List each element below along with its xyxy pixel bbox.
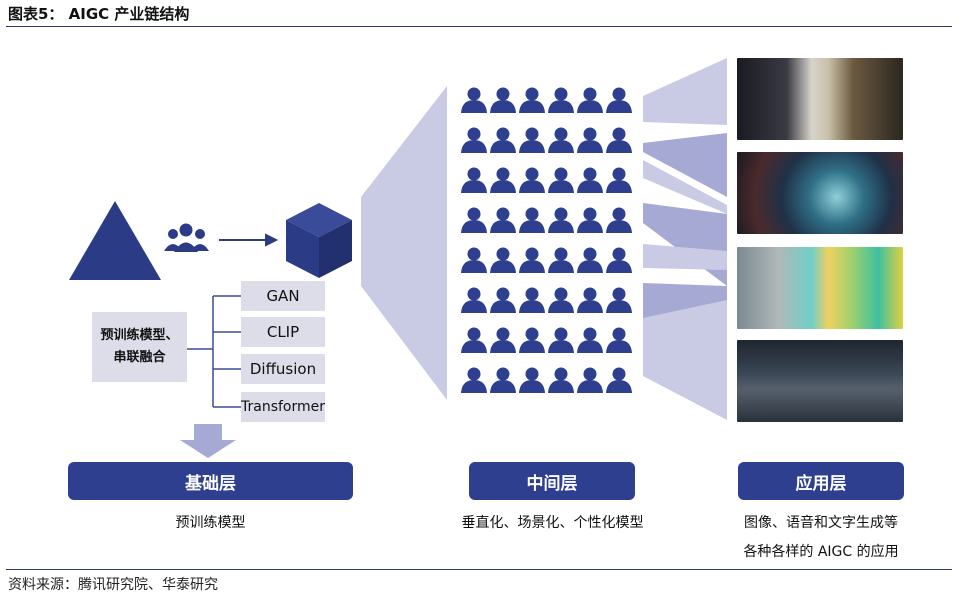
people-grid: [461, 87, 632, 393]
app-image-segmentation: [737, 247, 903, 329]
person-icon: [461, 327, 487, 353]
person-icon: [577, 127, 603, 153]
person-icon: [548, 327, 574, 353]
pretrain-box: 预训练模型、 串联融合: [92, 312, 187, 382]
figure-title: 图表5： AIGC 产业链结构: [8, 5, 190, 23]
middle-caption: 垂直化、场景化、个性化模型: [461, 515, 644, 531]
person-icon: [577, 207, 603, 233]
application-funnel: [643, 58, 727, 420]
person-icon: [577, 247, 603, 273]
person-icon: [577, 167, 603, 193]
person-icon: [490, 367, 516, 393]
person-icon: [606, 207, 632, 233]
person-icon: [461, 247, 487, 273]
person-icon: [490, 127, 516, 153]
person-icon: [606, 167, 632, 193]
model-transformer: Transformer: [241, 392, 325, 422]
person-icon: [519, 87, 545, 113]
person-icon: [490, 247, 516, 273]
person-icon: [577, 367, 603, 393]
person-icon: [461, 207, 487, 233]
person-icon: [519, 167, 545, 193]
pyramid-icon: [69, 201, 161, 280]
cube-icon: [286, 203, 352, 278]
person-icon: [606, 287, 632, 313]
person-icon: [490, 207, 516, 233]
person-icon: [606, 127, 632, 153]
person-icon: [519, 127, 545, 153]
arrow-right-icon: [219, 233, 279, 247]
model-diffusion: Diffusion: [241, 354, 325, 384]
person-icon: [490, 167, 516, 193]
model-bracket: [187, 295, 241, 408]
person-icon: [548, 127, 574, 153]
person-icon: [548, 87, 574, 113]
person-icon: [461, 167, 487, 193]
person-icon: [577, 287, 603, 313]
app-image-abstract: [737, 152, 903, 234]
person-icon: [606, 87, 632, 113]
top-divider: [6, 26, 952, 27]
person-icon: [548, 287, 574, 313]
person-icon: [490, 327, 516, 353]
person-icon: [490, 87, 516, 113]
base-layer-button: 基础层: [68, 462, 353, 500]
app-image-driving: [737, 340, 903, 422]
arrow-down-icon: [180, 424, 236, 458]
application-layer-button: 应用层: [738, 462, 904, 500]
person-icon: [606, 247, 632, 273]
person-icon: [461, 87, 487, 113]
person-icon: [577, 87, 603, 113]
person-icon: [548, 207, 574, 233]
application-caption-line-2: 各种各样的 AIGC 的应用: [743, 544, 899, 560]
person-icon: [519, 327, 545, 353]
person-icon: [461, 287, 487, 313]
model-clip: CLIP: [241, 317, 325, 347]
model-gan: GAN: [241, 281, 325, 311]
person-icon: [606, 327, 632, 353]
user-group-icon: [164, 223, 209, 252]
person-icon: [490, 287, 516, 313]
app-image-astronaut: [737, 58, 903, 140]
application-caption-line-1: 图像、语音和文字生成等: [744, 515, 898, 531]
person-icon: [519, 247, 545, 273]
person-icon: [548, 367, 574, 393]
person-icon: [577, 327, 603, 353]
person-icon: [519, 367, 545, 393]
base-caption: 预训练模型: [175, 515, 246, 531]
person-icon: [519, 207, 545, 233]
person-icon: [461, 367, 487, 393]
source-note: 资料来源：腾讯研究院、华泰研究: [8, 577, 218, 593]
person-icon: [461, 127, 487, 153]
person-icon: [606, 367, 632, 393]
person-icon: [519, 287, 545, 313]
person-icon: [548, 247, 574, 273]
pretrain-line-2: 串联融合: [113, 350, 166, 365]
person-icon: [548, 167, 574, 193]
bottom-divider: [6, 569, 952, 570]
pretrain-line-1: 预训练模型、: [100, 328, 179, 343]
middle-funnel: [361, 86, 447, 400]
middle-layer-button: 中间层: [469, 462, 635, 500]
